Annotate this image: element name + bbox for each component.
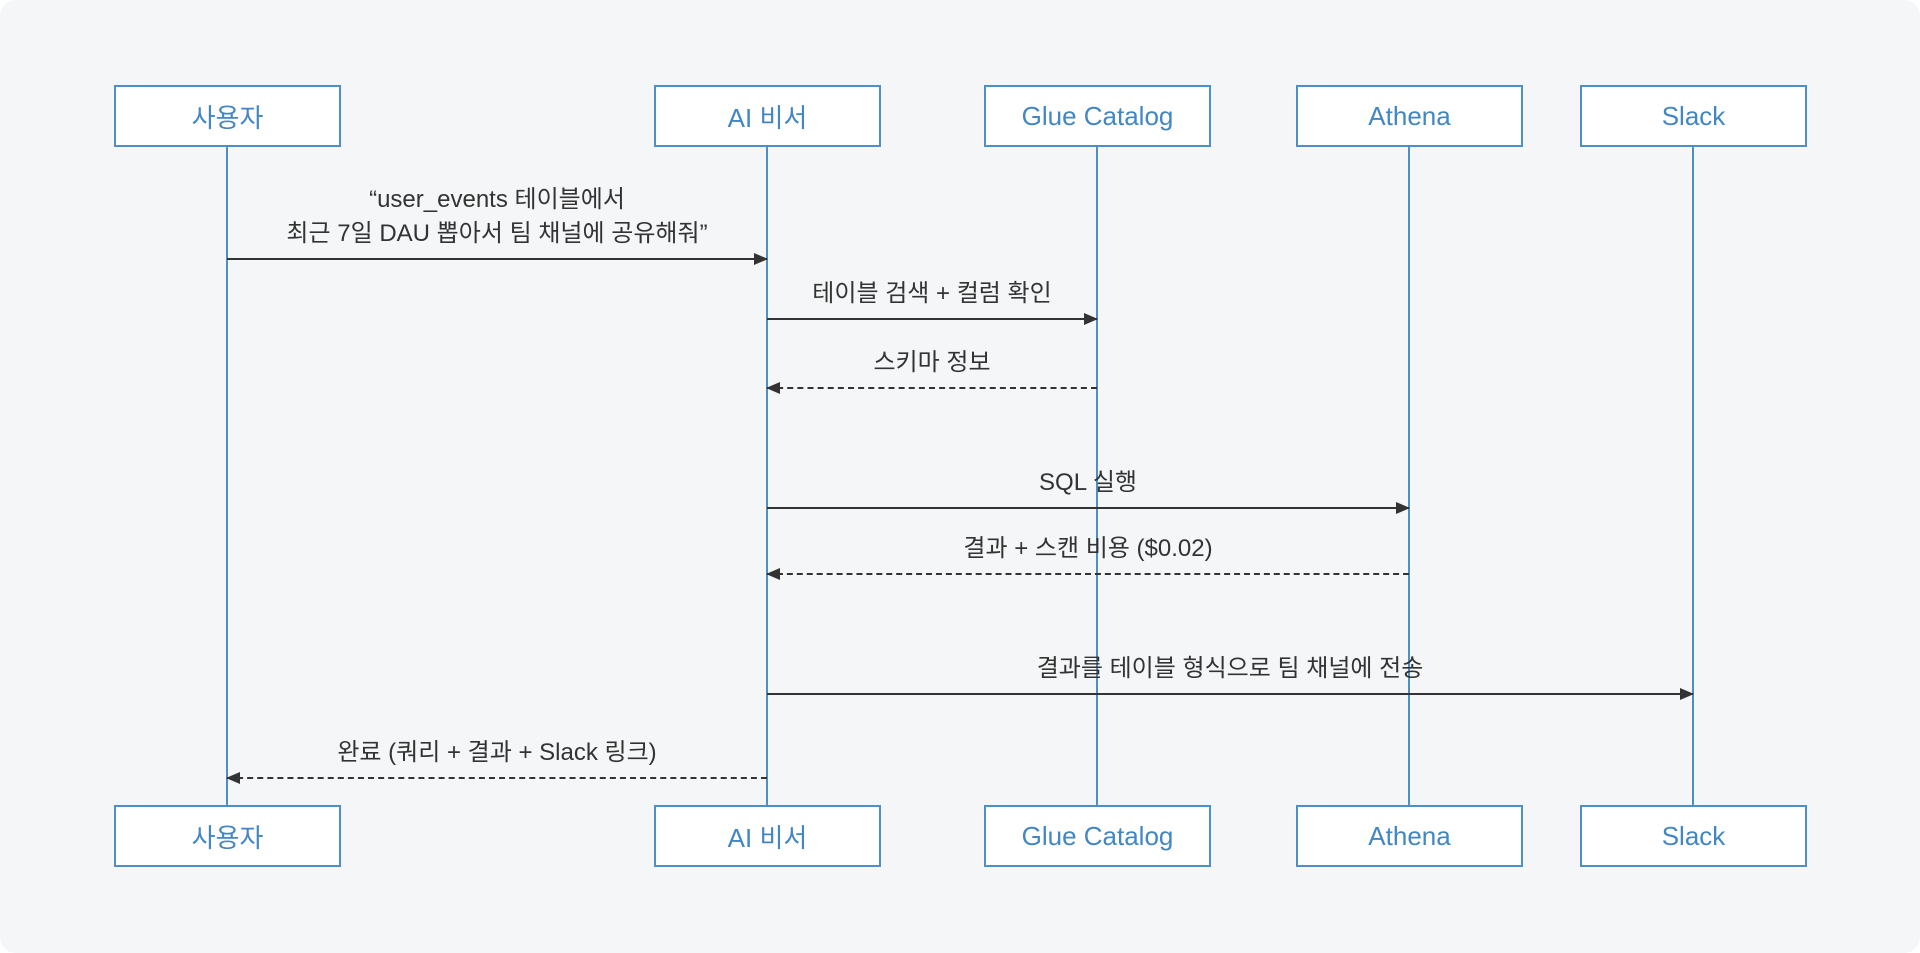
arrowhead-right-icon [1680, 688, 1694, 700]
actor-top-glue-catalog: Glue Catalog [984, 85, 1211, 147]
message-schema-info-label: 스키마 정보 [873, 349, 991, 376]
arrowhead-right-icon [1396, 502, 1410, 514]
lifeline-user [226, 147, 228, 805]
message-done-line [227, 777, 767, 779]
message-result-cost-label: 결과 + 스캔 비용 ($0.02) [963, 535, 1213, 562]
message-user-request-label: “user_events 테이블에서 최근 7일 DAU 뽑아서 팀 채널에 공… [227, 183, 767, 251]
message-schema-info-line [767, 387, 1097, 389]
arrowhead-right-icon [754, 253, 768, 265]
actor-top-athena: Athena [1296, 85, 1523, 147]
actor-bottom-glue-catalog: Glue Catalog [984, 805, 1211, 867]
lifeline-glue-catalog [1096, 147, 1098, 805]
message-done-label: 완료 (쿼리 + 결과 + Slack 링크) [337, 739, 657, 766]
actor-top-slack: Slack [1580, 85, 1807, 147]
message-sql-execute-label: SQL 실행 [1039, 469, 1137, 496]
message-user-request-line2: 최근 7일 DAU 뽑아서 팀 채널에 공유해줘” [286, 220, 708, 247]
arrowhead-left-icon [226, 772, 240, 784]
lifeline-athena [1408, 147, 1410, 805]
arrowhead-left-icon [766, 568, 780, 580]
arrowhead-left-icon [766, 382, 780, 394]
lifeline-slack [1692, 147, 1694, 805]
actor-bottom-user: 사용자 [114, 805, 341, 867]
lifeline-ai-assistant [766, 147, 768, 805]
message-table-search-label: 테이블 검색 + 컬럼 확인 [812, 280, 1052, 307]
message-table-search-line [767, 318, 1097, 320]
message-send-to-slack-label: 결과를 테이블 형식으로 팀 채널에 전송 [1036, 655, 1424, 682]
actor-bottom-athena: Athena [1296, 805, 1523, 867]
arrowhead-right-icon [1084, 313, 1098, 325]
actor-top-ai-assistant: AI 비서 [654, 85, 881, 147]
actor-bottom-slack: Slack [1580, 805, 1807, 867]
message-send-to-slack-line [767, 693, 1693, 695]
actor-bottom-ai-assistant: AI 비서 [654, 805, 881, 867]
message-result-cost-line [767, 573, 1409, 575]
actor-top-user: 사용자 [114, 85, 341, 147]
message-sql-execute-line [767, 507, 1409, 509]
message-user-request-line1: “user_events 테이블에서 [369, 186, 625, 213]
message-user-request-line [227, 258, 767, 260]
